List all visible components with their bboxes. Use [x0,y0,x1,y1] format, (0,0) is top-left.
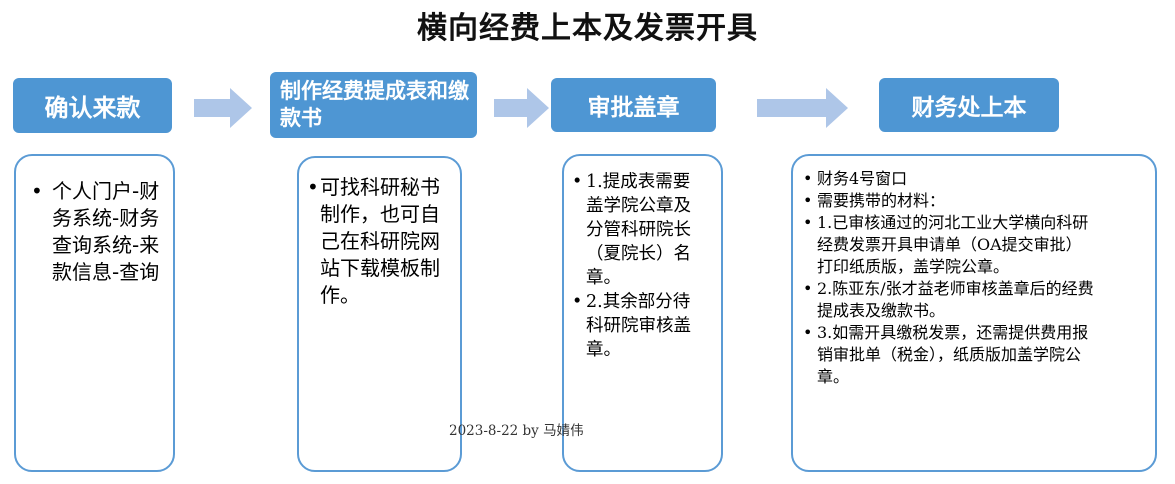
step-header-approval-stamp: 审批盖章 [551,78,716,132]
detail-item: 2.陈亚东/张才益老师审核盖章后的经费提成表及缴款书。 [803,278,1095,322]
flow-arrow-icon [194,88,252,128]
flow-arrow-icon [494,88,549,128]
detail-item: 3.如需开具缴税发票，还需提供费用报销审批单（税金），纸质版加盖学院公章。 [803,322,1095,388]
step-detail-box-make-commission-form: 可找科研秘书制作，也可自己在科研院网站下载模板制作。 [297,156,462,472]
step-detail-box-approval-stamp: 1.提成表需要盖学院公章及分管科研院长（夏院长）名章。 2.其余部分待科研院审核… [562,154,723,472]
step-header-confirm-payment: 确认来款 [13,78,172,133]
detail-item: 可找科研秘书制作，也可自己在科研院网站下载模板制作。 [307,174,444,309]
step-header-make-commission-form: 制作经费提成表和缴款书 [270,72,477,138]
footer-credit: 2023-8-22 by 马婧伟 [449,423,584,439]
step-header-label: 审批盖章 [587,95,680,121]
step-header-label: 制作经费提成表和缴款书 [280,79,469,130]
detail-item: 1.提成表需要盖学院公章及分管科研院长（夏院长）名章。 [572,170,701,290]
detail-item: 需要携带的材料： [803,190,1095,212]
diagram-title: 横向经费上本及发票开具 [417,11,758,46]
step-detail-box-finance-office: 财务4号窗口 需要携带的材料： 1.已审核通过的河北工业大学横向科研经费发票开具… [791,154,1157,472]
detail-item: 个人门户-财务系统-财务查询系统-来款信息-查询 [26,178,161,286]
flow-arrow-icon [757,88,848,128]
step-header-label: 确认来款 [44,94,141,122]
detail-item: 财务4号窗口 [803,168,1095,190]
detail-item: 2.其余部分待科研院审核盖章。 [572,290,701,362]
step-header-label: 财务处上本 [911,95,1027,121]
step-detail-box-confirm-payment: 个人门户-财务系统-财务查询系统-来款信息-查询 [14,154,175,472]
detail-item: 1.已审核通过的河北工业大学横向科研经费发票开具申请单（OA提交审批）打印纸质版… [803,212,1095,278]
step-header-finance-office: 财务处上本 [879,78,1059,132]
